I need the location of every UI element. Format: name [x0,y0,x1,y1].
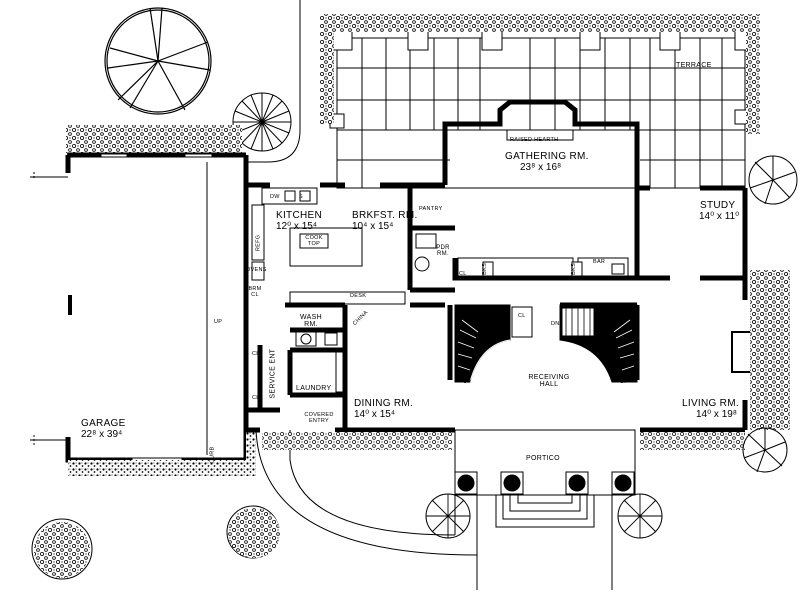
planting-border [320,14,760,32]
label-covered-entry: COVERED ENTRY [304,412,334,424]
room-label-gathering: GATHERING RM. [505,151,589,162]
room-label-portico: PORTICO [526,455,560,462]
hedge [66,125,242,155]
room-label-living: LIVING RM. [682,398,739,409]
label-pdr-rm: PDR RM. [436,245,450,258]
label-stair-up-left: UP [463,379,472,385]
room-dims-dining: 14⁰ x 15⁴ [354,409,396,420]
label-pantry: PANTRY [419,206,443,212]
label-refrigerator: REFG [255,234,262,252]
tree-large-icon [104,7,212,115]
label-raised-hearth: RAISED HEARTH [510,137,559,143]
kitchen-counters [251,187,629,393]
staircase-left [454,304,533,383]
room-dims-breakfast: 10⁴ x 15⁴ [352,221,394,232]
label-closet-gathering: CL [459,271,467,277]
label-bookshelves-2: BKS [571,262,578,275]
label-closet-hall: CL [518,313,526,319]
label-broom-closet: BRM CL [248,286,262,298]
room-label-dining: DINING RM. [354,398,414,409]
staircase-right [559,304,638,383]
room-label-study: STUDY [700,200,736,211]
label-closet-service-2: CL [252,395,260,401]
label-sink: S [299,194,303,200]
room-label-kitchen: KITCHEN [276,210,322,221]
gravel-bed [68,460,246,476]
label-desk: DESK [350,293,367,299]
room-dims-study: 14⁰ x 11⁰ [699,211,740,222]
room-dims-kitchen: 12⁰ x 15⁴ [276,221,318,232]
label-stair-up-right: UP [620,379,629,385]
room-label-terrace: TERRACE [676,62,712,69]
portico [454,429,636,590]
room-dims-garage: 22⁸ x 39⁴ [81,429,123,440]
room-dims-gathering: 23⁸ x 16⁸ [520,162,562,173]
label-bar: BAR [593,259,606,265]
label-closet-service-1: CL [252,351,260,357]
label-service-entrance: SERVICE ENT [269,348,277,399]
label-ovens: OVENS [246,267,267,273]
terrace [329,29,756,189]
label-dishwasher: DW [270,194,280,200]
fireplace [442,99,640,141]
label-stair-down: DN [551,321,560,327]
label-laundry: LAUNDRY [296,385,332,392]
label-curb: CURB [209,446,216,464]
label-bookshelves-1: BKS [482,262,489,275]
room-label-receiving-hall: RECEIVING HALL [528,374,570,389]
shrub-icon [232,92,292,152]
room-label-breakfast: BRKFST. RM. [352,210,418,221]
room-dims-living: 14⁰ x 19⁸ [696,409,738,420]
label-wash-rm: WASH RM. [300,314,322,329]
label-service-up: UP [214,319,223,325]
garage-walls [30,152,249,465]
room-label-garage: GARAGE [81,418,126,429]
label-cook-top: COOK TOP [305,235,323,247]
